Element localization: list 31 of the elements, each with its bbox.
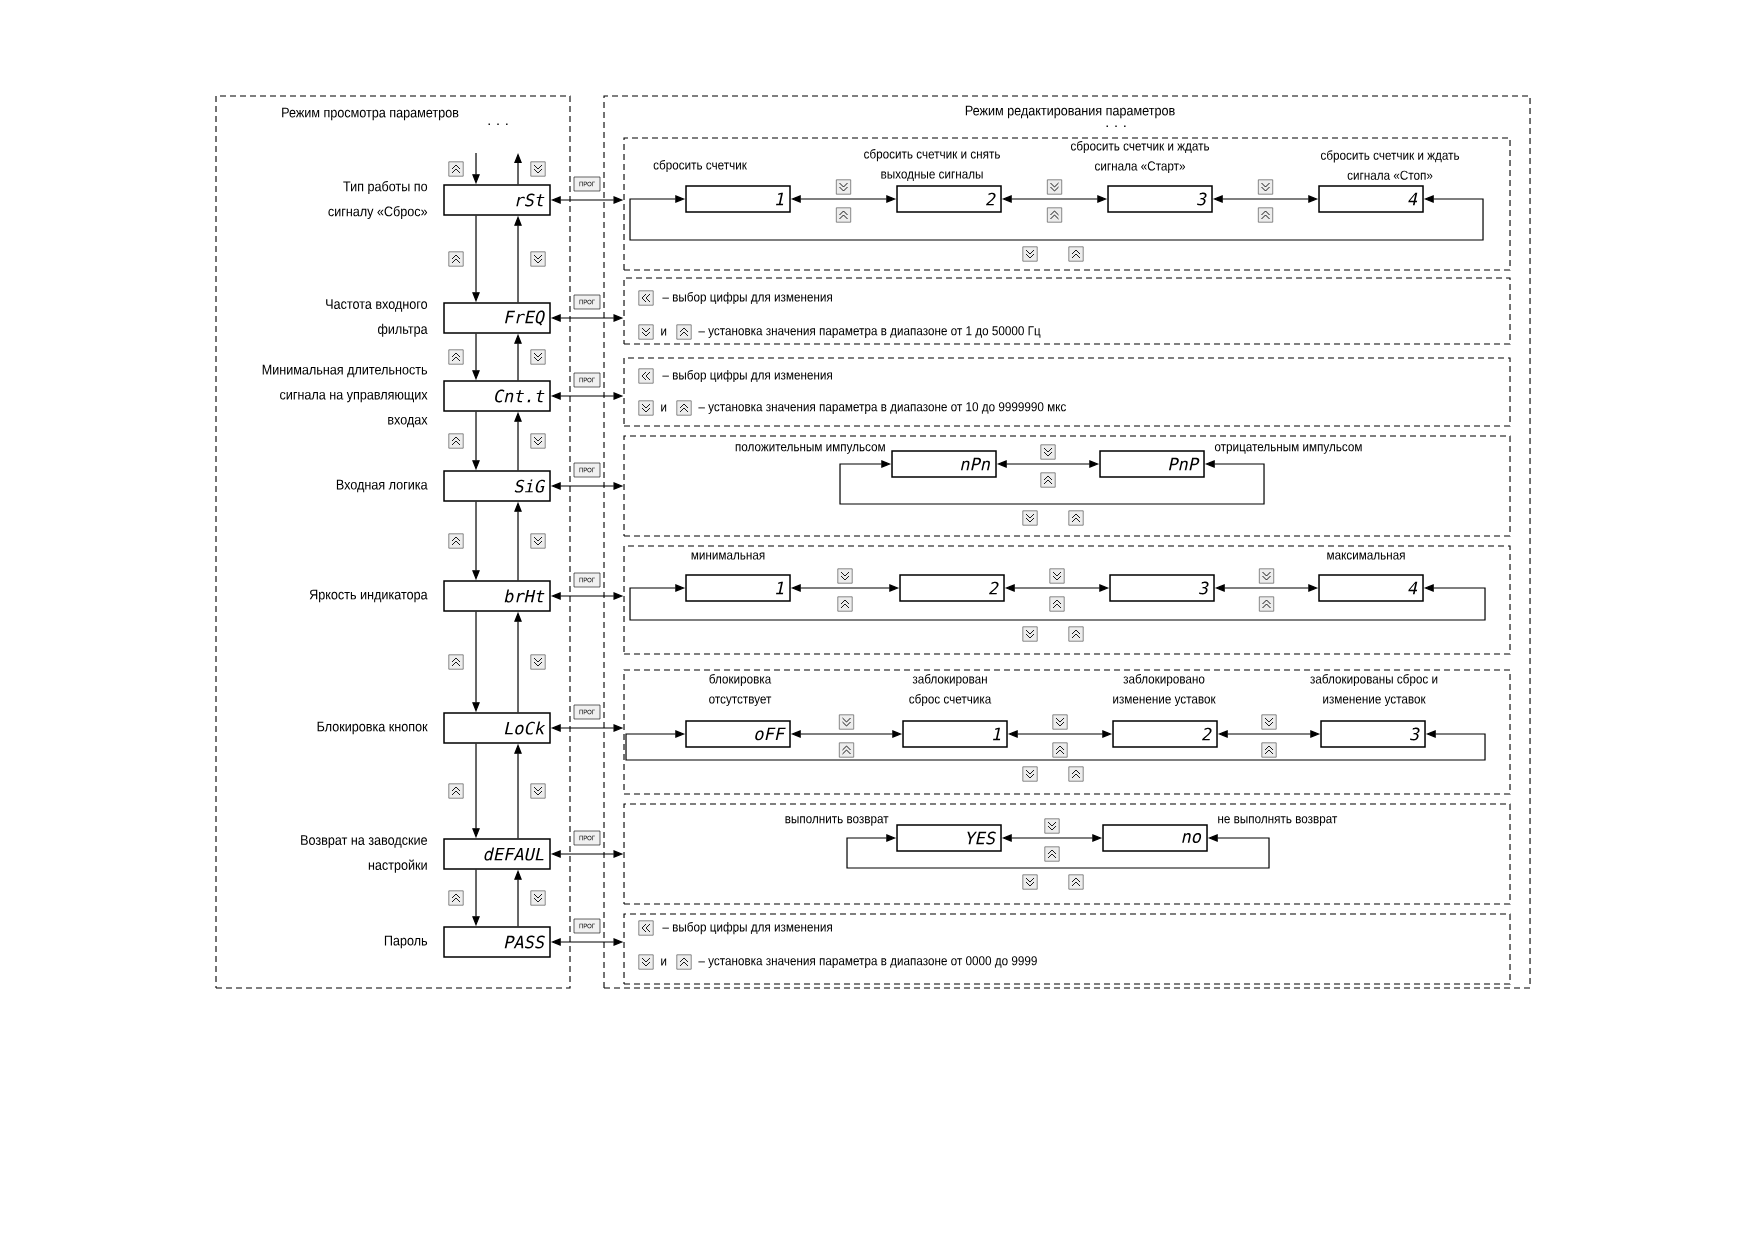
indicator-display: 2 — [1112, 720, 1218, 748]
loop-arrow — [625, 730, 1486, 761]
loop-arrow — [839, 460, 1265, 505]
loop-arrow — [629, 584, 1486, 621]
indicator-display: SiG — [443, 470, 551, 502]
indicator-display: 1 — [685, 185, 791, 213]
indicator-display: rSt — [443, 184, 551, 216]
ellipsis: · · · — [488, 123, 508, 126]
indicator-display: dEFAUL — [443, 838, 551, 870]
loop-arrow — [846, 834, 1270, 869]
ellipsis: · · · — [1106, 125, 1126, 128]
indicator-display: no — [1102, 824, 1208, 852]
indicator-display: 1 — [685, 574, 791, 602]
indicator-display: 2 — [899, 574, 1005, 602]
indicator-display: Cnt.t — [443, 380, 551, 412]
indicator-display: oFF — [685, 720, 791, 748]
indicator-display: 4 — [1318, 574, 1424, 602]
loop-arrow — [629, 195, 1484, 241]
indicator-display: FrEQ — [443, 302, 551, 334]
indicator-display: 3 — [1109, 574, 1215, 602]
indicator-display: 3 — [1107, 185, 1213, 213]
indicator-display: PASS — [443, 926, 551, 958]
indicator-display: brHt — [443, 580, 551, 612]
indicator-display: LoCk — [443, 712, 551, 744]
indicator-display: 1 — [902, 720, 1008, 748]
indicator-display: nPn — [891, 450, 997, 478]
indicator-display: 3 — [1320, 720, 1426, 748]
indicator-display: 2 — [896, 185, 1002, 213]
indicator-display: YES — [896, 824, 1002, 852]
indicator-display: PnP — [1099, 450, 1205, 478]
indicator-display: 4 — [1318, 185, 1424, 213]
